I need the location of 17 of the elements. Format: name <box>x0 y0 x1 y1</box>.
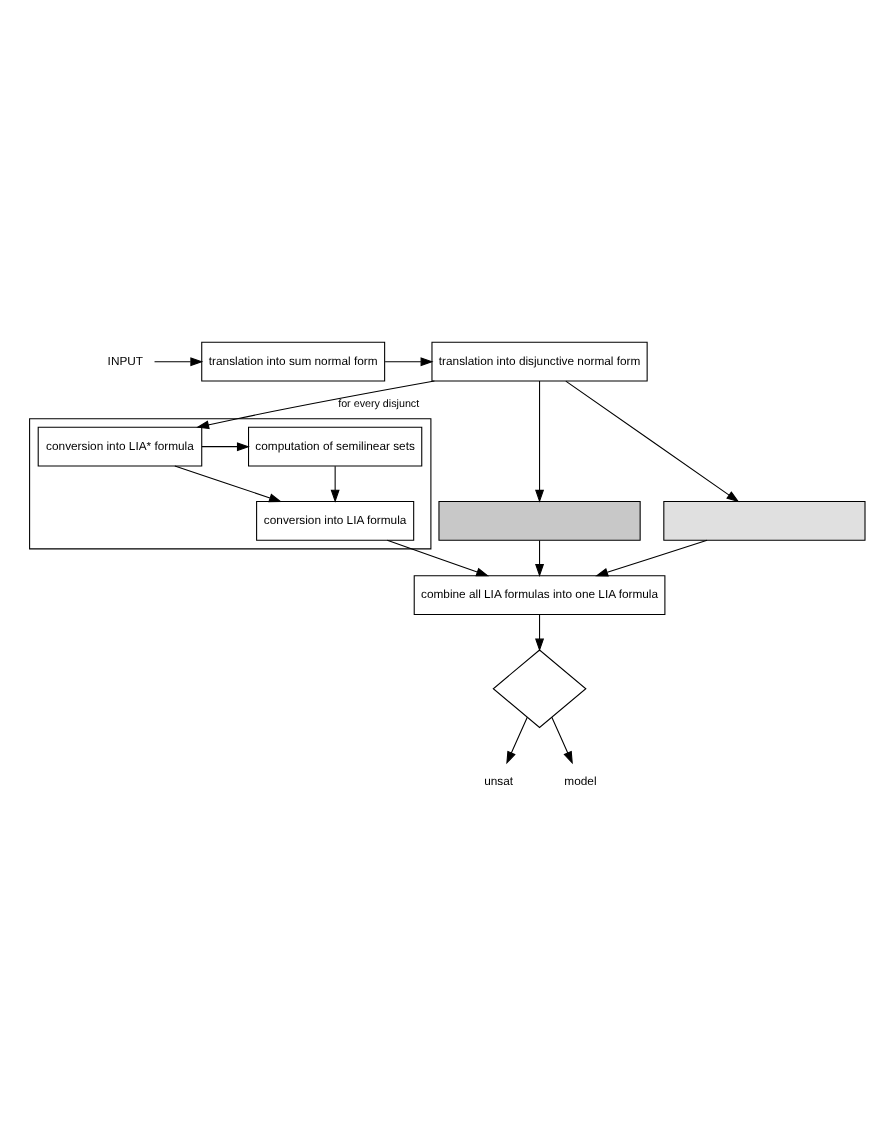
arrow <box>506 715 528 764</box>
arrow <box>551 715 573 764</box>
arrow <box>535 539 545 576</box>
arrow <box>535 613 545 651</box>
arrow <box>565 379 740 502</box>
node-box <box>438 500 641 540</box>
arrow <box>384 356 434 366</box>
arrow <box>330 464 340 502</box>
arrow <box>196 379 435 429</box>
arrow <box>535 379 545 502</box>
arrow <box>201 441 250 451</box>
arrow <box>154 356 204 366</box>
node-diamond <box>492 648 587 728</box>
arrow <box>174 464 282 502</box>
arrow <box>595 538 708 576</box>
arrow <box>386 538 490 576</box>
node-box <box>663 500 866 540</box>
